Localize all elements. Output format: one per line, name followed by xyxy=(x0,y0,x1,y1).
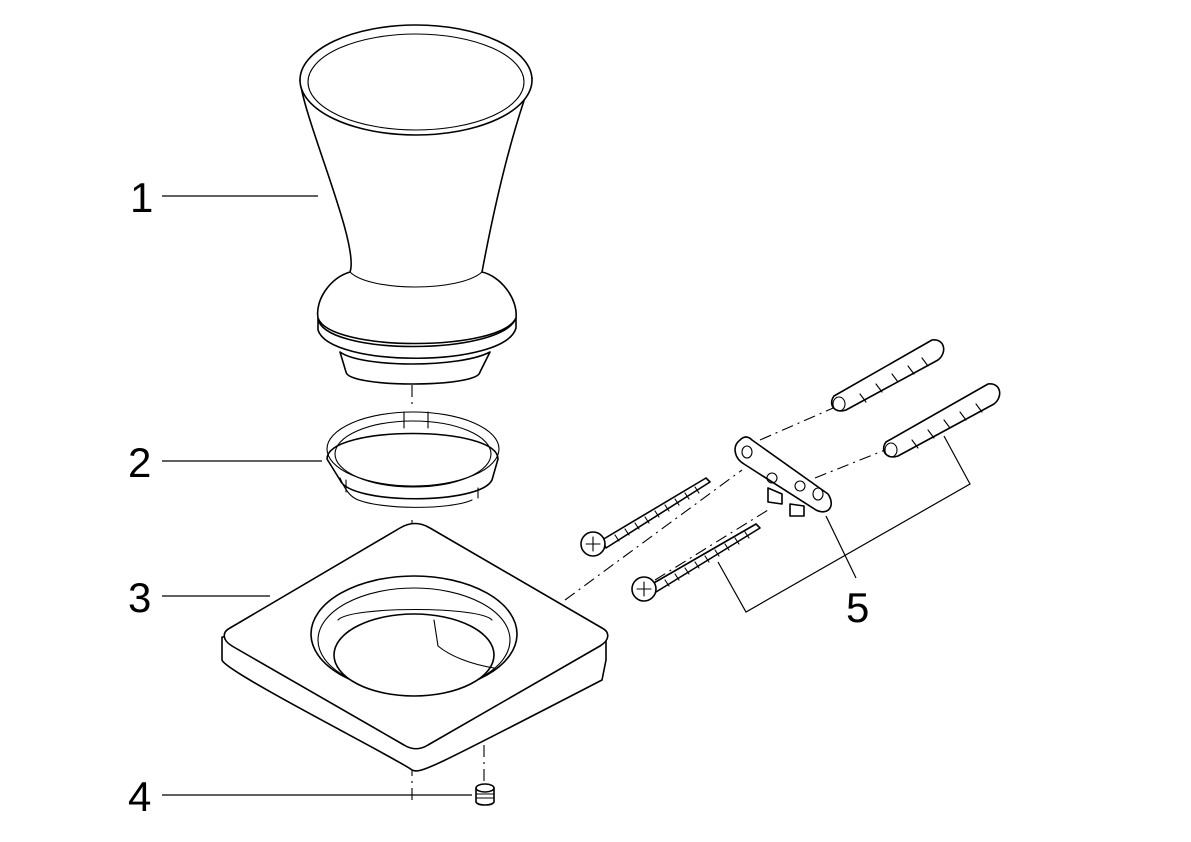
wall-plug-lower xyxy=(882,383,1001,458)
callout-1: 1 xyxy=(130,174,153,221)
wall-bracket xyxy=(734,436,832,517)
screw-lower xyxy=(631,523,761,602)
leader-5 xyxy=(825,515,857,579)
cup xyxy=(299,24,533,385)
callout-5: 5 xyxy=(846,584,869,631)
callout-4: 4 xyxy=(128,773,151,820)
callout-3: 3 xyxy=(128,574,151,621)
callout-labels: 1 2 3 4 5 xyxy=(128,174,869,820)
screw-upper xyxy=(580,477,711,557)
leader-lines xyxy=(162,195,857,796)
callout-2: 2 xyxy=(128,439,151,486)
mounting-kit xyxy=(564,339,1001,613)
retaining-ring xyxy=(326,411,500,508)
set-screw xyxy=(475,783,495,806)
wall-plug-upper xyxy=(830,339,945,412)
square-base-plate xyxy=(221,522,609,772)
